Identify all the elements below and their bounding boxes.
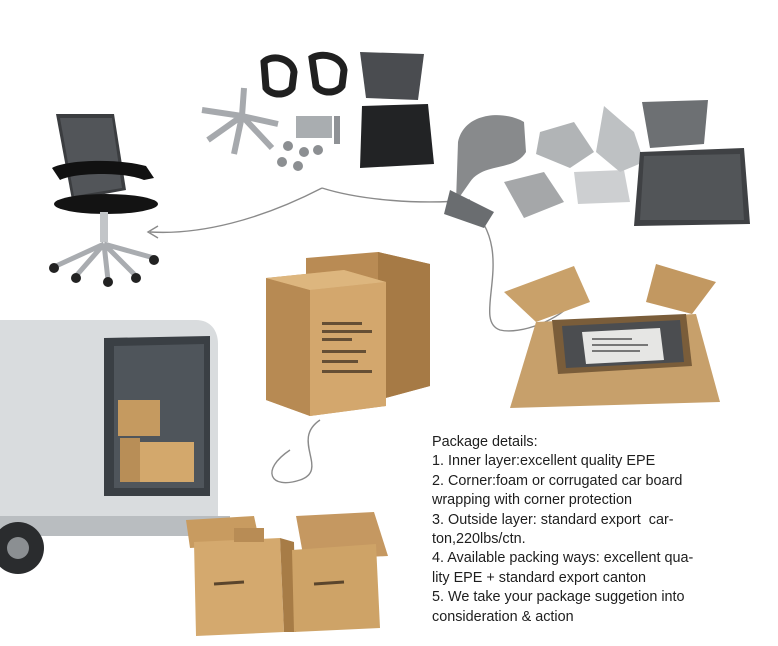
package-line: wrapping with corner protection xyxy=(432,492,632,509)
package-line: 4. Available packing ways: excellent qua… xyxy=(432,550,694,567)
carton-boxes-icon xyxy=(266,252,430,416)
open-box-icon xyxy=(504,264,720,408)
chair-parts-icon xyxy=(201,51,434,171)
package-line: 5. We take your package suggetion into xyxy=(432,589,685,606)
package-line: consideration & action xyxy=(432,608,574,625)
box-pile-icon xyxy=(186,512,388,636)
package-line: 3. Outside layer: standard export car- xyxy=(432,511,674,528)
package-line: 1. Inner layer:excellent quality EPE xyxy=(432,453,656,470)
package-heading: Package details: xyxy=(432,434,538,450)
office-chair-icon xyxy=(49,114,159,287)
delivery-truck-icon xyxy=(0,320,230,574)
package-line: ton,220lbs/ctn. xyxy=(432,531,526,548)
package-line: 2. Corner:foam or corrugated car board xyxy=(432,472,683,489)
wrapped-parts-icon xyxy=(444,100,750,228)
package-details: Package details: 1. Inner layer:excellen… xyxy=(432,433,762,627)
package-line: lity EPE + standard export canton xyxy=(432,569,646,586)
